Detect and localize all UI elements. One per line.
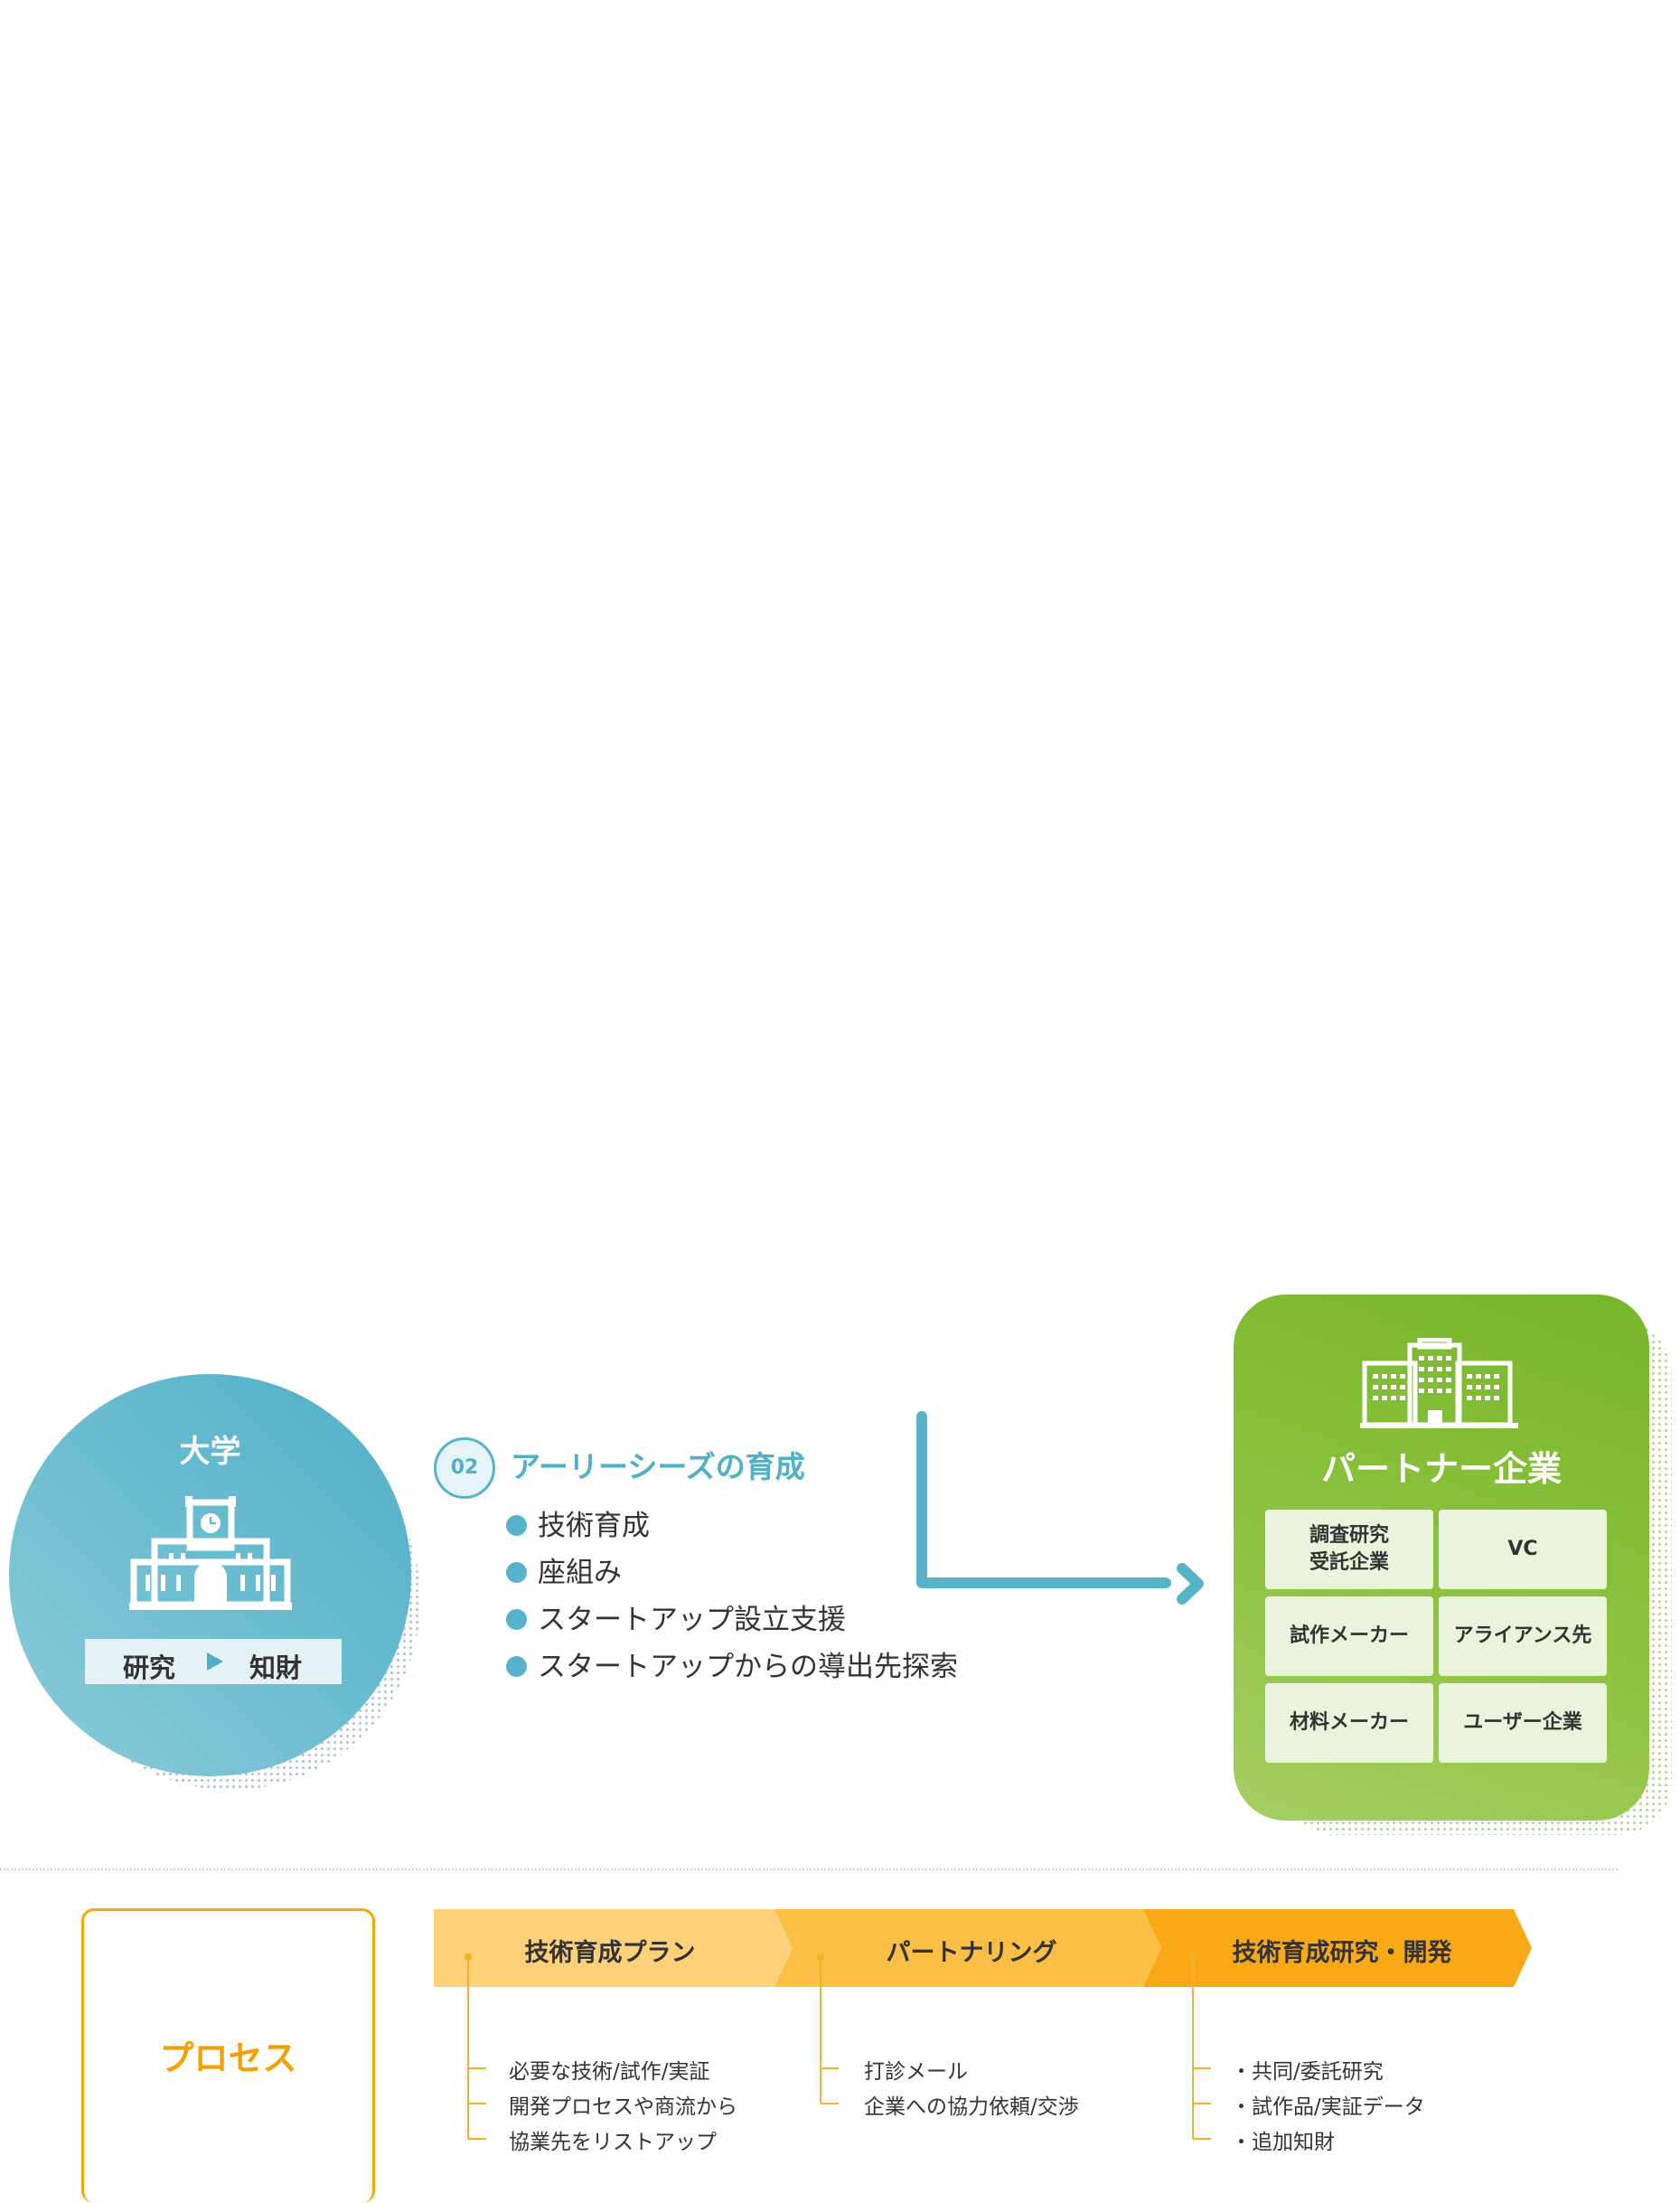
list-item-label: 座組み: [538, 1557, 622, 1589]
process-tree-lines: [465, 1954, 1211, 2140]
partner-cell-user-company: ユーザー企業: [1439, 1683, 1607, 1763]
list-item: スタートアップからの導出先探索: [506, 1643, 958, 1684]
process-step-3-title: 技術育成研究・開発: [1232, 1939, 1452, 1967]
process-label-box: [81, 1908, 375, 2203]
partner-cell-alliance: アライアンス先: [1439, 1596, 1607, 1676]
step-number-badge: 02: [434, 1437, 495, 1499]
partner-cell-research-contractor: 調査研究受託企業: [1265, 1510, 1433, 1589]
bullet-dot-icon: [506, 1562, 527, 1583]
university-title: 大学: [179, 1434, 241, 1470]
process-step-1-item: 必要な技術/試作/実証: [509, 2060, 710, 2084]
section-divider: [0, 1869, 1618, 1870]
cell-line: 材料メーカー: [1289, 1711, 1409, 1735]
cell-line: 受託企業: [1309, 1551, 1389, 1574]
bullet-dot-icon: [506, 1609, 527, 1630]
process-step-2-item: 企業への協力依頼/交渉: [864, 2095, 1079, 2119]
office-buildings-icon: [1360, 1338, 1518, 1428]
process-step-2-title: パートナリング: [886, 1939, 1057, 1967]
cell-line: ユーザー企業: [1463, 1711, 1582, 1735]
partner-cell-prototype-maker: 試作メーカー: [1265, 1596, 1433, 1676]
process-step-3-shape: [1143, 1909, 1532, 1987]
bullet-dot-icon: [506, 1656, 527, 1677]
cell-line: 調査研究: [1309, 1524, 1389, 1548]
process-chevrons: [434, 1909, 1532, 1987]
process-step-1-title: 技術育成プラン: [524, 1939, 696, 1967]
process-step-1-item: 協業先をリストアップ: [509, 2131, 717, 2154]
list-item-label: スタートアップからの導出先探索: [538, 1651, 958, 1683]
research-to-ip-bar: 研究 知財: [85, 1639, 342, 1684]
list-item: スタートアップ設立支援: [506, 1596, 846, 1637]
flow-arrow-icon: [916, 1411, 1204, 1605]
triangle-right-icon: [207, 1652, 223, 1671]
list-item-label: スタートアップ設立支援: [538, 1604, 846, 1636]
partner-companies-title: パートナー企業: [1320, 1449, 1562, 1489]
partner-cell-material-maker: 材料メーカー: [1265, 1683, 1433, 1763]
university-building-icon: [129, 1496, 292, 1610]
process-step-3-item: ・追加知財: [1231, 2131, 1335, 2154]
process-step-3-item: ・共同/委託研究: [1231, 2060, 1384, 2084]
research-label: 研究: [123, 1652, 176, 1683]
list-item: 技術育成: [506, 1502, 650, 1543]
process-label: プロセス: [159, 2038, 297, 2078]
process-step-1-item: 開発プロセスや商流から: [509, 2095, 737, 2119]
process-step-2-item: 打診メール: [864, 2060, 968, 2084]
process-step-1-shape: [434, 1909, 793, 1987]
cell-line: アライアンス先: [1453, 1624, 1592, 1648]
list-item: 座組み: [506, 1549, 622, 1590]
partner-cell-vc: VC: [1439, 1510, 1607, 1589]
list-item-label: 技術育成: [538, 1510, 650, 1542]
cell-line: VC: [1507, 1538, 1538, 1561]
process-step-2-shape: [774, 1909, 1161, 1987]
ip-label: 知財: [249, 1652, 303, 1683]
bullet-dot-icon: [506, 1515, 527, 1536]
early-seeds-title: アーリーシーズの育成: [511, 1449, 805, 1484]
cell-line: 試作メーカー: [1289, 1624, 1409, 1648]
process-step-3-item: ・試作品/実証データ: [1231, 2095, 1425, 2119]
